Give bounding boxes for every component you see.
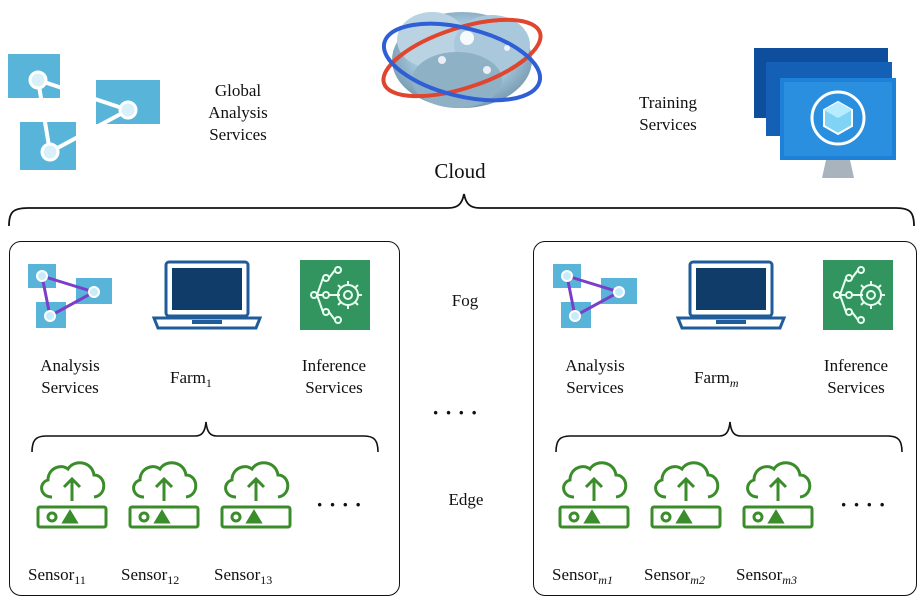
analysis-icon (551, 262, 639, 330)
sensor-label: Sensor12 (121, 565, 180, 587)
sensor-icon (34, 455, 110, 530)
training-icon (748, 46, 896, 182)
inference-icon (300, 260, 370, 330)
edge-label: Edge (448, 490, 484, 509)
analysis-icon (26, 262, 114, 330)
sensor-icon (648, 455, 724, 530)
cloud-brace (0, 190, 917, 230)
sensor-icon (740, 455, 816, 530)
ellipsis: · · · · (316, 492, 362, 517)
inference-label: Inference Services (301, 356, 367, 397)
sensor-label: Sensor11 (28, 565, 86, 587)
ellipsis: · · · · (432, 400, 478, 425)
ellipsis: · · · · (840, 492, 886, 517)
sensor-icon (126, 455, 202, 530)
cloud-label: Cloud (434, 159, 486, 183)
farm-name-m: Farmm (694, 368, 739, 390)
sensor-icon (218, 455, 294, 530)
sensor-label: Sensor13 (214, 565, 273, 587)
laptop-icon (152, 260, 262, 334)
farm-name-1: Farm1 (170, 368, 212, 390)
global-analysis-icon (8, 52, 168, 172)
farm-brace-m (554, 418, 904, 456)
laptop-icon (676, 260, 786, 334)
farm-brace-1 (30, 418, 380, 456)
analysis-label: Analysis Services (565, 356, 625, 397)
sensor-label: Sensorm1 (552, 565, 613, 587)
sensor-label: Sensorm3 (736, 565, 797, 587)
inference-icon (823, 260, 893, 330)
sensor-label: Sensorm2 (644, 565, 705, 587)
global-analysis-label: Global Analysis Services (208, 81, 268, 144)
sensor-icon (556, 455, 632, 530)
cloud-icon (372, 0, 552, 125)
training-label: Training Services (639, 93, 697, 134)
analysis-label: Analysis Services (40, 356, 100, 397)
inference-label: Inference Services (823, 356, 889, 397)
fog-label: Fog (451, 291, 479, 310)
